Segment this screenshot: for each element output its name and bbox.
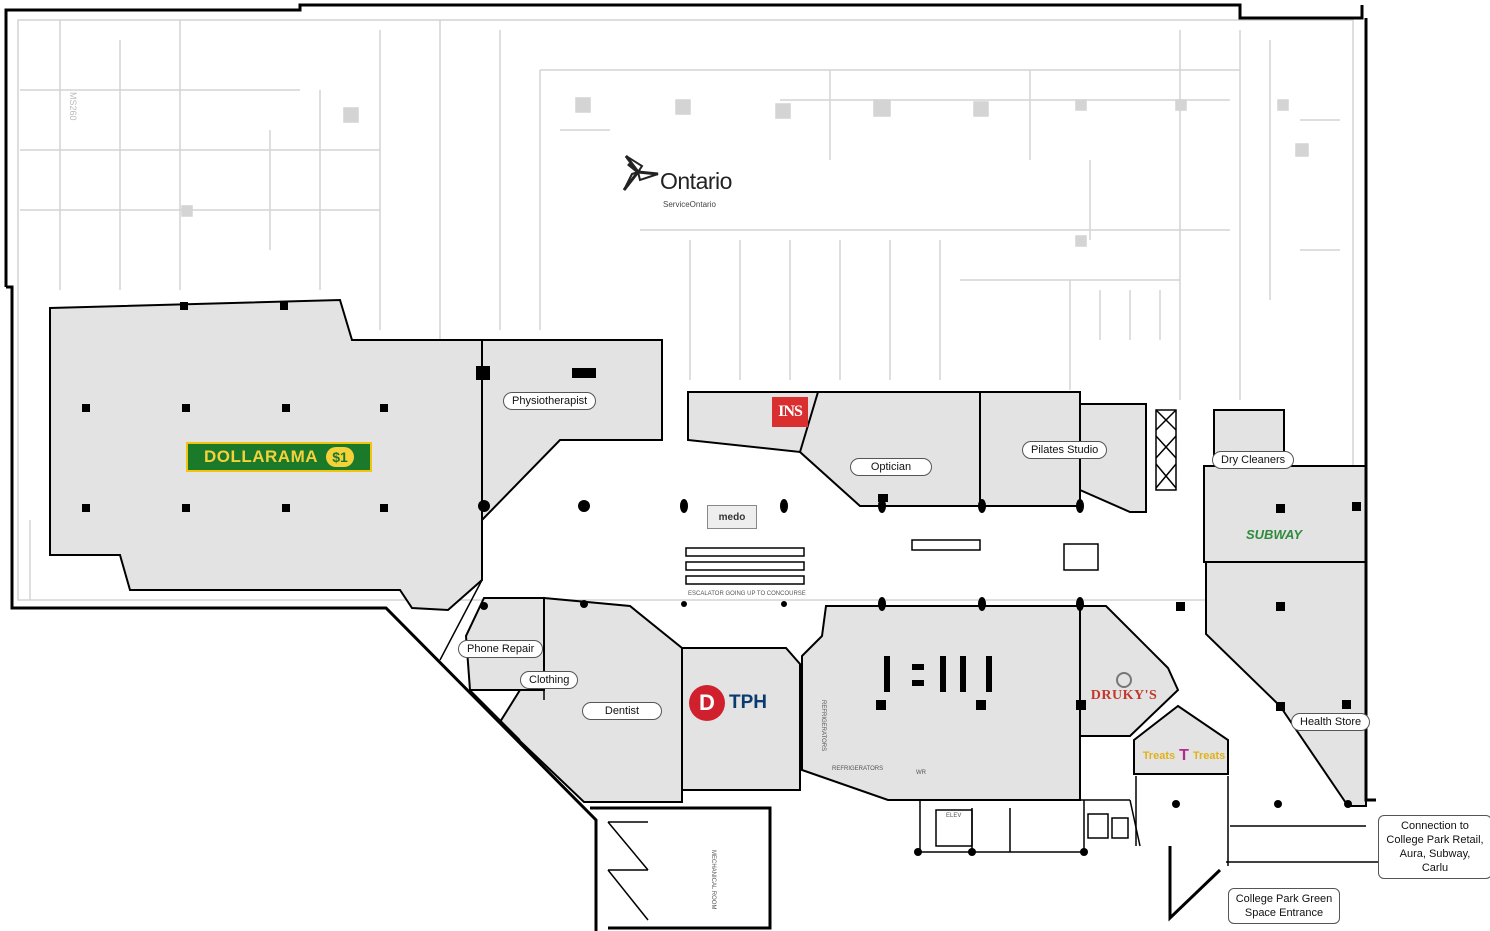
label-phone-repair[interactable]: Phone Repair [458,640,544,658]
callout-connection-line-1: Connection to [1401,820,1469,832]
medo-logo[interactable]: medo [707,505,757,529]
ins-logo[interactable]: INS [772,397,808,427]
refrigerators-vertical-label: REFRIGERATORS [820,700,826,752]
unit-drukys [1079,605,1180,737]
drukys-wordmark: DRUKY'S [1090,688,1158,703]
subway-logo[interactable]: SUBWAY [1238,523,1310,545]
subway-wordmark: SUBWAY [1245,526,1303,542]
building-outline [4,3,1376,931]
drukys-emblem-icon [1116,672,1132,688]
interior-walls [439,409,1380,921]
callout-connection[interactable]: Connection to College Park Retail, Aura,… [1378,815,1490,879]
escalators [685,539,1099,585]
callout-green-space-line-1: College Park Green [1235,893,1333,905]
drukys-logo[interactable]: DRUKY'S [1090,668,1158,708]
unit-treats [1133,704,1229,775]
elevator-label: ELEV [946,813,962,819]
callout-green-space-line-2: Space Entrance [1244,907,1324,919]
callout-connection-line-2: College Park Retail, [1386,834,1484,846]
label-health-store[interactable]: Health Store [1291,713,1371,731]
room-code-label: MS260 [68,92,78,121]
ontario-wordmark: Ontario [660,168,732,194]
treats-mark-icon: T [1179,747,1189,764]
dollarama-logo-text: DOLLARAMA [203,447,319,466]
dollarama-logo[interactable]: DOLLARAMA $1 [186,442,372,472]
unit-pilates-back [1079,403,1147,513]
callout-connection-line-3: Aura, Subway, Carlu [1399,848,1471,874]
medo-wordmark: medo [718,511,746,523]
callout-green-space-entrance[interactable]: College Park Green Space Entrance [1228,888,1340,924]
escalator-note: ESCALATOR GOING UP TO CONCOURSE [688,591,806,597]
unit-physiotherapist [481,339,663,523]
label-physiotherapist[interactable]: Physiotherapist [503,392,597,410]
washroom-label: WR [916,770,926,776]
mechanical-room-label: MECHANICAL ROOM [710,850,716,910]
unit-optician [798,391,981,507]
dollarama-coin-icon: $1 [326,447,355,467]
columns [82,302,1361,856]
treats-logo[interactable]: Treats T Treats [1138,744,1230,768]
treats-right-text: Treats [1192,750,1226,762]
service-ontario-logo[interactable]: Ontario ServiceOntario [618,152,758,214]
tph-wordmark: TPH [729,692,767,713]
treats-left-text: Treats [1142,750,1176,762]
tph-logo[interactable]: D TPH [684,682,772,724]
unit-tph [681,647,801,791]
trillium-icon [622,155,659,191]
ins-wordmark: INS [778,403,803,420]
refrigerators-label: REFRIGERATORS [832,766,884,772]
unit-dentist [498,596,683,803]
upper-service-area [17,19,1354,601]
tph-mark-icon: D [689,685,725,721]
tenant-units [49,298,1367,807]
label-dentist[interactable]: Dentist [582,702,662,720]
unit-health-store [1205,561,1367,807]
unit-subway [1203,465,1367,563]
label-dry-cleaners[interactable]: Dry Cleaners [1212,451,1295,469]
label-clothing[interactable]: Clothing [520,671,579,689]
label-pilates-studio[interactable]: Pilates Studio [1022,441,1108,459]
service-ontario-text: ServiceOntario [663,200,716,209]
label-optician[interactable]: Optician [850,458,932,476]
